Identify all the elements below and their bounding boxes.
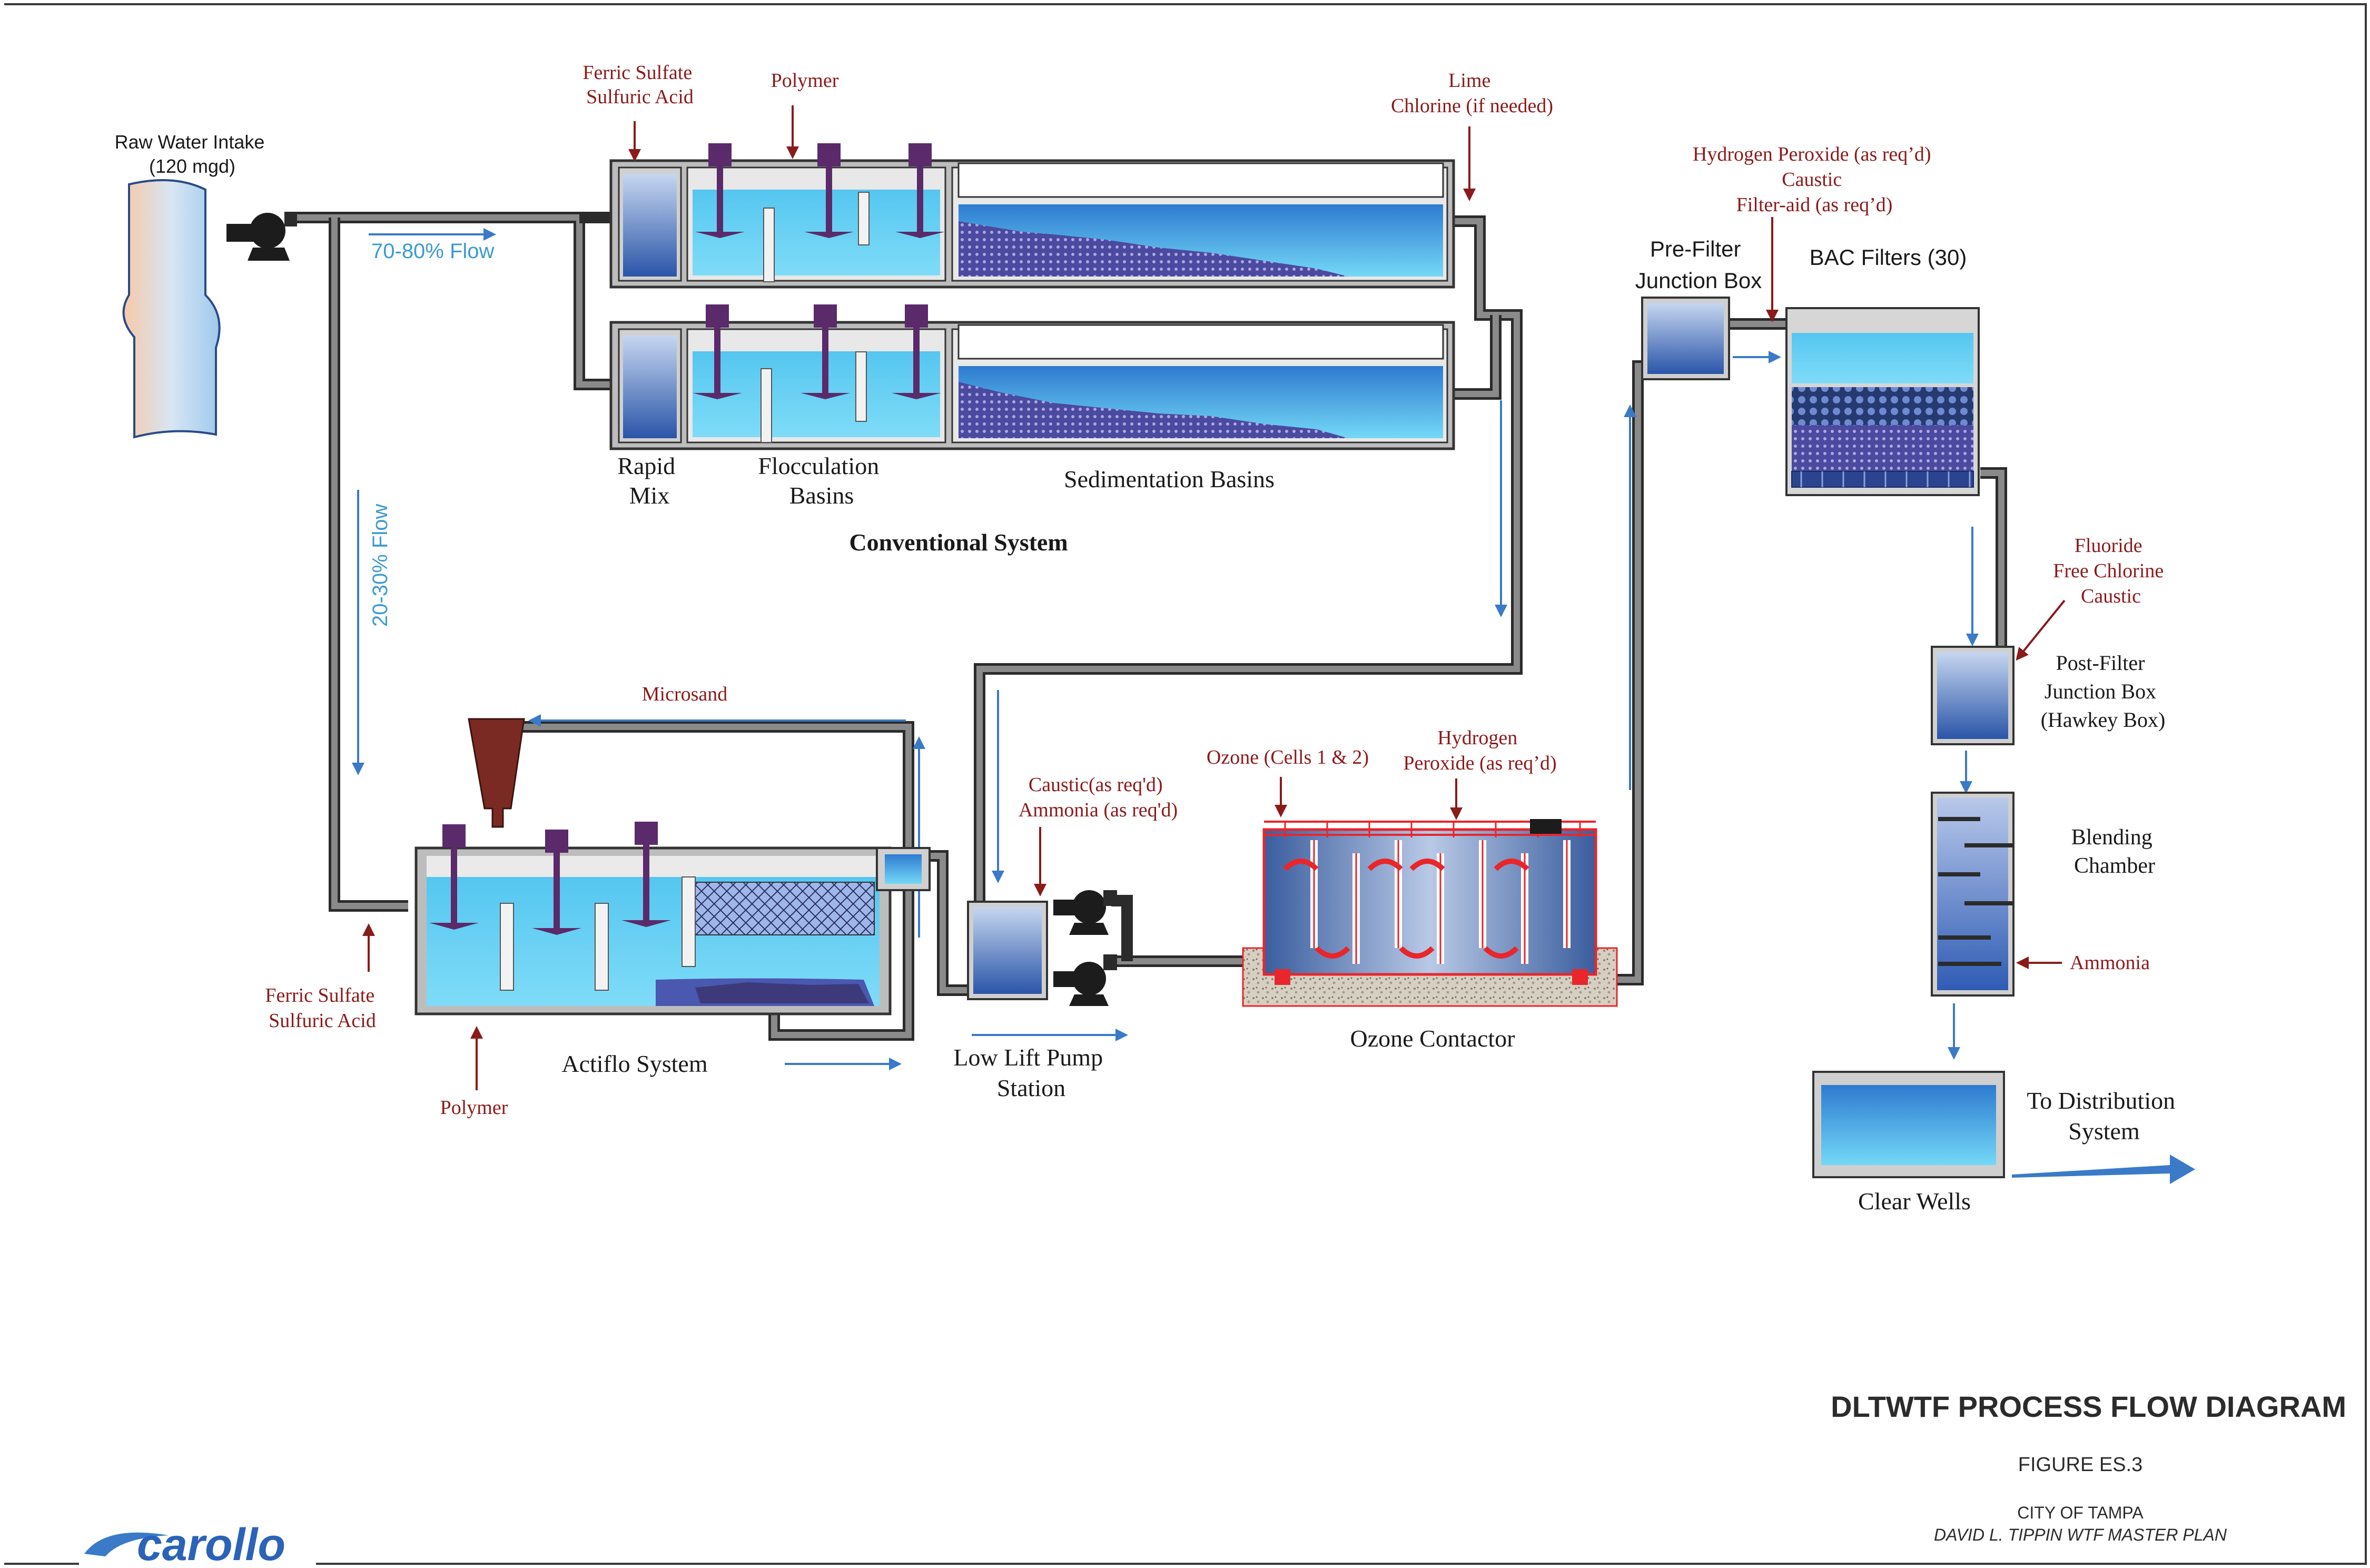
lime-chlorine-label: Lime Chlorine (if needed) (1391, 70, 1553, 117)
page-frame (4, 3, 2367, 1565)
blending-chamber-label: Blending Chamber (2071, 825, 2158, 878)
low-lift-pump-icons (1053, 890, 1117, 1006)
prefilter-junction-box (1641, 297, 1730, 380)
carollo-logo: carollo (84, 1520, 285, 1568)
blending-chamber (1931, 792, 2014, 997)
conventional-train-2 (609, 321, 1455, 450)
ozone-chemical-label: Ozone (Cells 1 & 2) (1207, 746, 1369, 768)
intake-pump-icon (226, 212, 297, 261)
actiflo-mixer-icons (429, 822, 671, 935)
actiflo-chemicals: Ferric Sulfate Sulfuric Acid (265, 984, 379, 1032)
clear-wells (1812, 1071, 2005, 1178)
microsand-hydrocyclone (468, 718, 525, 828)
mixer-icons (693, 143, 945, 399)
conventional-system-label: Conventional System (849, 529, 1068, 556)
postfilter-chemicals: Fluoride Free Chlorine Caustic (2053, 535, 2169, 607)
svg-text:carollo: carollo (137, 1520, 285, 1568)
bac-filter (1785, 307, 1980, 496)
client-name: CITY OF TAMPA (2017, 1503, 2144, 1522)
raw-water-intake (122, 179, 221, 439)
distribution-arrow (2012, 1155, 2195, 1184)
main-flow-label: 70-80% Flow (371, 240, 495, 263)
polymer-bottom-label: Polymer (440, 1097, 508, 1119)
postfilter-junction-box (1931, 646, 2014, 745)
rapid-mix-chemicals: Ferric Sulfate Sulfuric Acid (582, 62, 697, 108)
rapid-mix-label: Rapid Mix (617, 452, 681, 509)
diagram-title: DLTWTF PROCESS FLOW DIAGRAM (1831, 1390, 2346, 1423)
pump-chemicals: Caustic(as req'd) Ammonia (as req'd) (1019, 774, 1178, 821)
prefilter-chemicals: Hydrogen Peroxide (as req’d) Caustic Fil… (1693, 143, 1936, 216)
polymer-top-label: Polymer (771, 70, 839, 92)
actiflo-basin (414, 846, 931, 1015)
conventional-train-1 (609, 159, 1455, 289)
project-name: DAVID L. TIPPIN WTF MASTER PLAN (1934, 1525, 2227, 1544)
figure-number: FIGURE ES.3 (2018, 1454, 2143, 1476)
actiflo-label: Actiflo System (561, 1050, 707, 1077)
sedimentation-label: Sedimentation Basins (1064, 466, 1275, 492)
clear-wells-label: Clear Wells (1858, 1188, 1971, 1215)
flocculation-label: Flocculation Basins (758, 452, 885, 509)
h2o2-chemical-label: Hydrogen Peroxide (as req’d) (1403, 727, 1556, 774)
postfilter-label: Post-Filter Junction Box (Hawkey Box) (2041, 651, 2166, 732)
ozone-contactor-label: Ozone Contactor (1350, 1025, 1515, 1052)
raw-water-label: Raw Water Intake (120 mgd) (115, 131, 270, 177)
prefilter-label: Pre-Filter Junction Box (1635, 236, 1762, 293)
bypass-flow-label: 20-30% Flow (369, 504, 392, 627)
microsand-label: Microsand (642, 683, 728, 705)
ozone-contactor (1242, 819, 1618, 1007)
ammonia-blend-label: Ammonia (2070, 952, 2150, 974)
bac-filters-label: BAC Filters (30) (1810, 245, 1967, 270)
pump-station-label: Low Lift Pump Station (953, 1044, 1109, 1101)
pump-wetwell (967, 901, 1048, 1000)
to-distribution-label: To Distribution System (2027, 1087, 2181, 1145)
